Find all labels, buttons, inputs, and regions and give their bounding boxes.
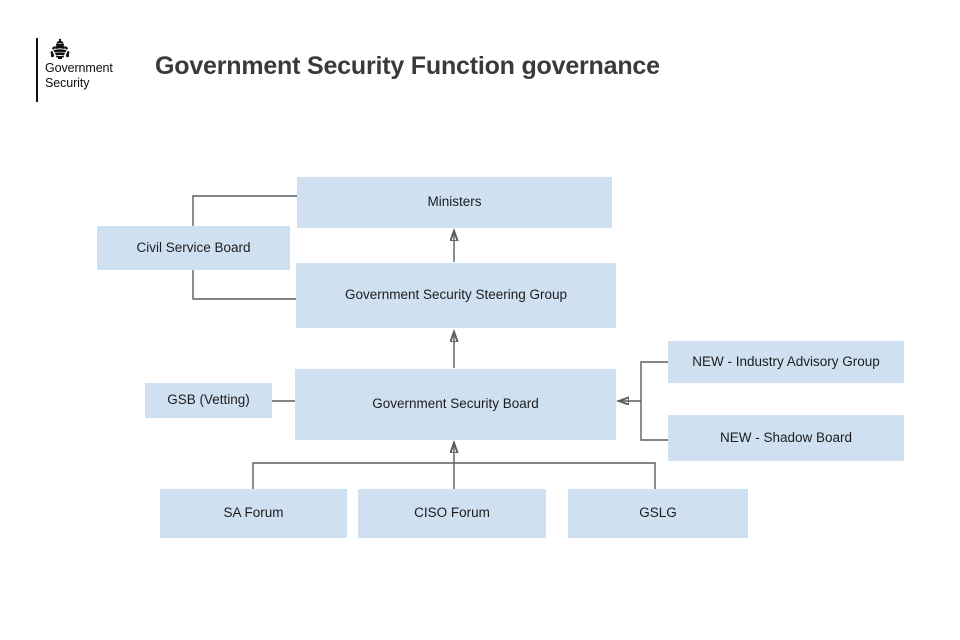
page-title: Government Security Function governance [155,52,660,80]
node-ciso-forum[interactable]: CISO Forum [358,489,546,538]
node-label: Civil Service Board [136,239,251,255]
government-security-logo: Government Security [36,38,113,102]
node-gsb-vetting[interactable]: GSB (Vetting) [145,383,272,418]
node-sa-forum[interactable]: SA Forum [160,489,347,538]
node-label: Government Security Board [372,396,539,412]
node-label: Government Security Steering Group [344,287,568,303]
node-label: SA Forum [223,505,284,521]
edge-csb-to-ministers [192,195,297,226]
node-label: GSB (Vetting) [167,392,250,408]
edge-new-boxes-bracket [640,361,668,441]
node-label: Ministers [427,194,482,210]
node-label: NEW - Industry Advisory Group [692,353,880,369]
royal-crest-icon [50,38,70,59]
logo-body: Government Security [45,38,113,102]
node-gslg[interactable]: GSLG [568,489,748,538]
node-label: GSLG [639,505,677,521]
edge-forums-bracket [252,462,656,489]
node-government-security-board[interactable]: Government Security Board [295,369,616,440]
node-label: NEW - Shadow Board [719,429,853,445]
logo-line-government: Government [45,61,113,75]
node-label: CISO Forum [414,505,490,521]
node-government-security-steering-group[interactable]: Government Security Steering Group [296,263,616,328]
logo-line-security: Security [45,76,90,90]
node-shadow-board[interactable]: NEW - Shadow Board [668,415,904,461]
logo-rule [36,38,38,102]
edge-csb-to-gssg [192,270,296,300]
node-civil-service-board[interactable]: Civil Service Board [97,226,290,270]
node-industry-advisory-group[interactable]: NEW - Industry Advisory Group [668,341,904,383]
node-ministers[interactable]: Ministers [297,177,612,228]
